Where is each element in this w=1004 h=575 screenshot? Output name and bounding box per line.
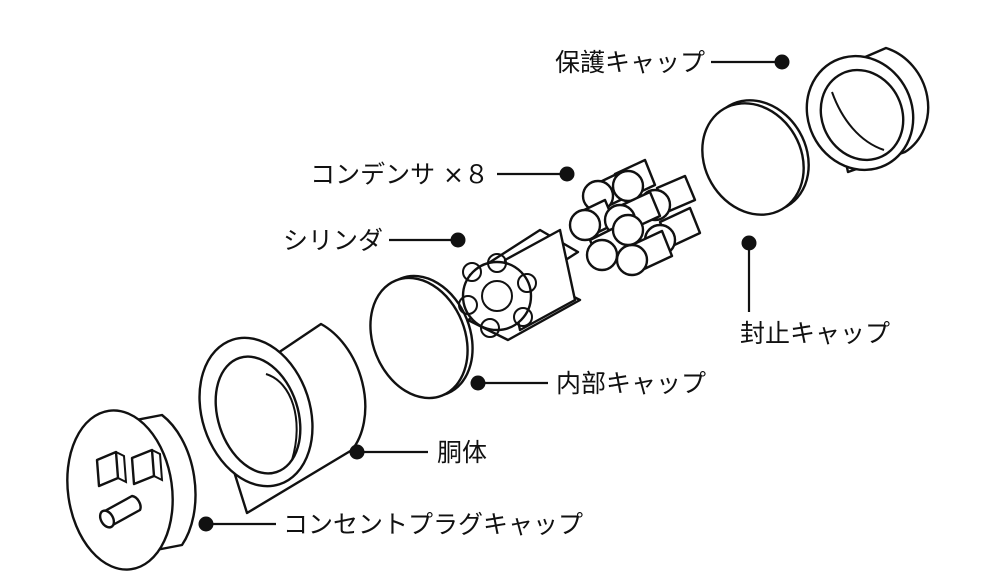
sealing-cap-part: [701, 99, 810, 216]
leader-capacitor: [497, 166, 575, 182]
label-protective-cap: 保護キャップ: [555, 48, 705, 77]
plug-prong-right: [130, 448, 164, 486]
plug-prong-left: [95, 450, 128, 488]
protective-cap-part: [805, 46, 930, 174]
label-sealing-cap: 封止キャップ: [740, 319, 890, 348]
body-part: [198, 322, 367, 515]
cylinder-part: [458, 228, 582, 342]
label-capacitor: コンデンサ ×８: [310, 160, 489, 189]
leader-body: [349, 444, 428, 460]
leader-plug-cap: [198, 516, 276, 532]
label-body: 胴体: [437, 438, 487, 467]
leader-protective-cap: [711, 54, 790, 70]
inner-cap-part: [369, 274, 474, 400]
leader-inner-cap: [470, 375, 548, 391]
capacitor-bundle-part: [568, 158, 702, 277]
leader-sealing-cap: [741, 235, 757, 312]
plug-ground-pin: [98, 494, 142, 529]
capacitor: [615, 229, 674, 277]
plug-cap-part: [66, 409, 197, 571]
label-inner-cap: 内部キャップ: [556, 369, 706, 398]
label-plug-cap: コンセントプラグキャップ: [283, 510, 583, 539]
capacitor: [611, 158, 657, 203]
leader-cylinder: [389, 232, 466, 248]
label-cylinder: シリンダ: [283, 226, 383, 255]
